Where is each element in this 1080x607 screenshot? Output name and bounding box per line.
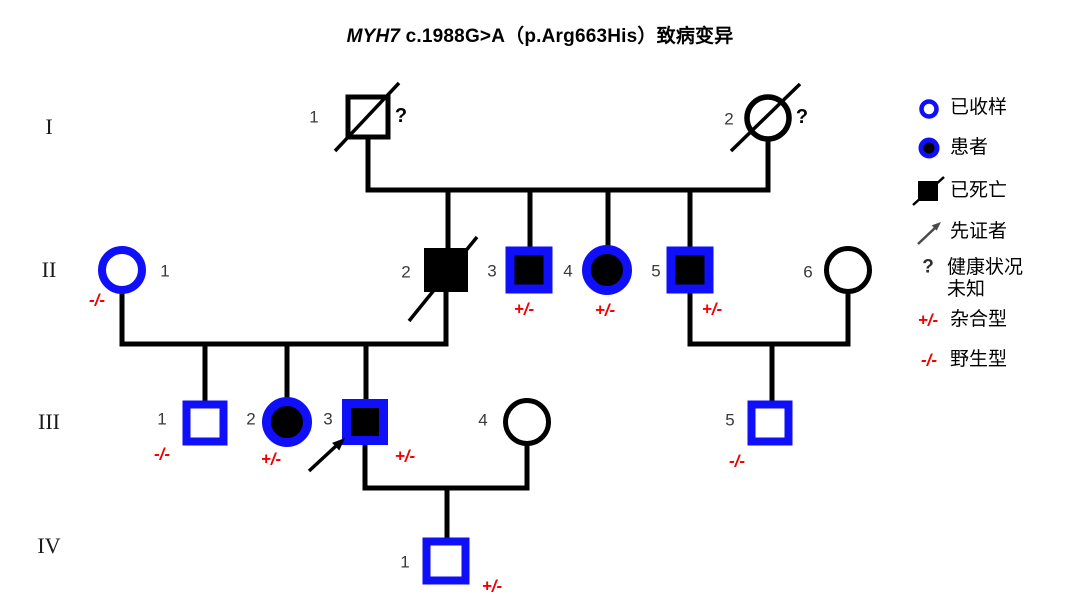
symbol-II-3-affected-sampled-male bbox=[505, 246, 553, 294]
connector-lines bbox=[119, 137, 851, 544]
genotype-III-3: +/- bbox=[394, 446, 416, 466]
id-III-4: 4 bbox=[478, 410, 488, 430]
legend-proband-arrow-icon bbox=[917, 222, 941, 245]
id-I-2: 2 bbox=[724, 109, 734, 129]
legend-arrow-shaft bbox=[917, 226, 937, 245]
legend-het-label: 杂合型 bbox=[950, 309, 1008, 331]
genotype-III-5: -/- bbox=[728, 451, 746, 471]
legend-proband-label: 先证者 bbox=[950, 221, 1008, 243]
legend-sampled-label: 已收样 bbox=[950, 97, 1008, 119]
genotype-IV-1: +/- bbox=[481, 576, 503, 596]
genotype-III-2: +/- bbox=[260, 449, 282, 469]
id-III-2: 2 bbox=[246, 409, 256, 429]
id-II-3: 3 bbox=[487, 261, 497, 281]
proband-arrow bbox=[307, 438, 345, 473]
symbol-III-4-unaffected-female bbox=[503, 398, 551, 446]
legend-het-icon: +/- bbox=[917, 310, 939, 330]
id-III-5: 5 bbox=[725, 410, 735, 430]
symbol-III-2-affected-sampled-female bbox=[262, 397, 312, 447]
genotype-II-4: +/- bbox=[594, 300, 616, 320]
genotype-II-5: +/- bbox=[701, 299, 723, 319]
legend-wt-label: 野生型 bbox=[950, 349, 1008, 371]
legend-affected-icon bbox=[918, 137, 940, 159]
legend-deceased-icon bbox=[912, 176, 945, 206]
id-IV-1: 1 bbox=[400, 552, 410, 572]
generation-label-I: I bbox=[45, 114, 53, 139]
couple-line-II1-II2 bbox=[119, 291, 449, 347]
symbol-II-4-affected-sampled-female bbox=[582, 245, 632, 295]
variant-text: c.1988G>A（p.Arg663His）致病变异 bbox=[400, 26, 734, 47]
genotype-II-1: -/- bbox=[88, 290, 106, 310]
id-II-6: 6 bbox=[803, 262, 813, 282]
couple-line-I1-I2 bbox=[365, 137, 771, 193]
couple-line-II5-II6 bbox=[687, 290, 851, 347]
id-II-2: 2 bbox=[401, 262, 411, 282]
deceased-slash-I-2 bbox=[729, 82, 802, 153]
deceased-slash-II-2 bbox=[407, 235, 479, 323]
id-II-5: 5 bbox=[651, 261, 661, 281]
legend-sampled-icon bbox=[919, 99, 939, 119]
symbol-II-1-sampled-female bbox=[98, 246, 146, 294]
legend-wt-icon: -/- bbox=[920, 350, 938, 370]
id-III-1: 1 bbox=[157, 409, 167, 429]
health-unknown-I-1: ? bbox=[394, 105, 408, 127]
symbol-III-3-proband-affected-male bbox=[342, 399, 388, 445]
proband-arrow-head bbox=[332, 438, 345, 451]
symbol-IV-1-sampled-male bbox=[422, 537, 470, 585]
symbol-III-1-sampled-male bbox=[182, 400, 228, 446]
legend-arrow-head bbox=[931, 222, 941, 231]
genotype-III-1: -/- bbox=[153, 444, 171, 464]
proband-arrow-shaft bbox=[307, 444, 338, 473]
gene-symbol: MYH7 bbox=[346, 26, 401, 47]
legend-unknown-icon: ? bbox=[922, 256, 934, 278]
symbol-I-2-deceased-female bbox=[744, 94, 792, 142]
symbol-III-5-sampled-male bbox=[747, 400, 793, 446]
id-II-1: 1 bbox=[160, 261, 170, 281]
health-unknown-I-2: ? bbox=[795, 106, 809, 128]
legend-deceased-slash bbox=[912, 176, 945, 206]
legend-deceased-label: 已死亡 bbox=[950, 180, 1008, 202]
couple-line-III3-III4 bbox=[362, 440, 530, 491]
deceased-slash-I-1 bbox=[333, 81, 401, 153]
legend-unknown-label-line1: 健康状况 bbox=[947, 257, 1024, 279]
symbol-II-5-affected-sampled-male bbox=[666, 246, 714, 294]
generation-label-IV: IV bbox=[37, 533, 61, 558]
genotype-II-3: +/- bbox=[513, 299, 535, 319]
id-I-1: 1 bbox=[309, 107, 319, 127]
figure-title: MYH7 c.1988G>A（p.Arg663His）致病变异 bbox=[0, 21, 1080, 48]
generation-label-II: II bbox=[41, 257, 57, 282]
id-III-3: 3 bbox=[323, 409, 333, 429]
legend-affected-label: 患者 bbox=[950, 137, 989, 159]
legend-unknown-label-line2: 未知 bbox=[947, 279, 986, 301]
generation-label-III: III bbox=[38, 409, 60, 434]
symbol-II-6-unaffected-female bbox=[824, 246, 872, 294]
id-II-4: 4 bbox=[563, 261, 573, 281]
